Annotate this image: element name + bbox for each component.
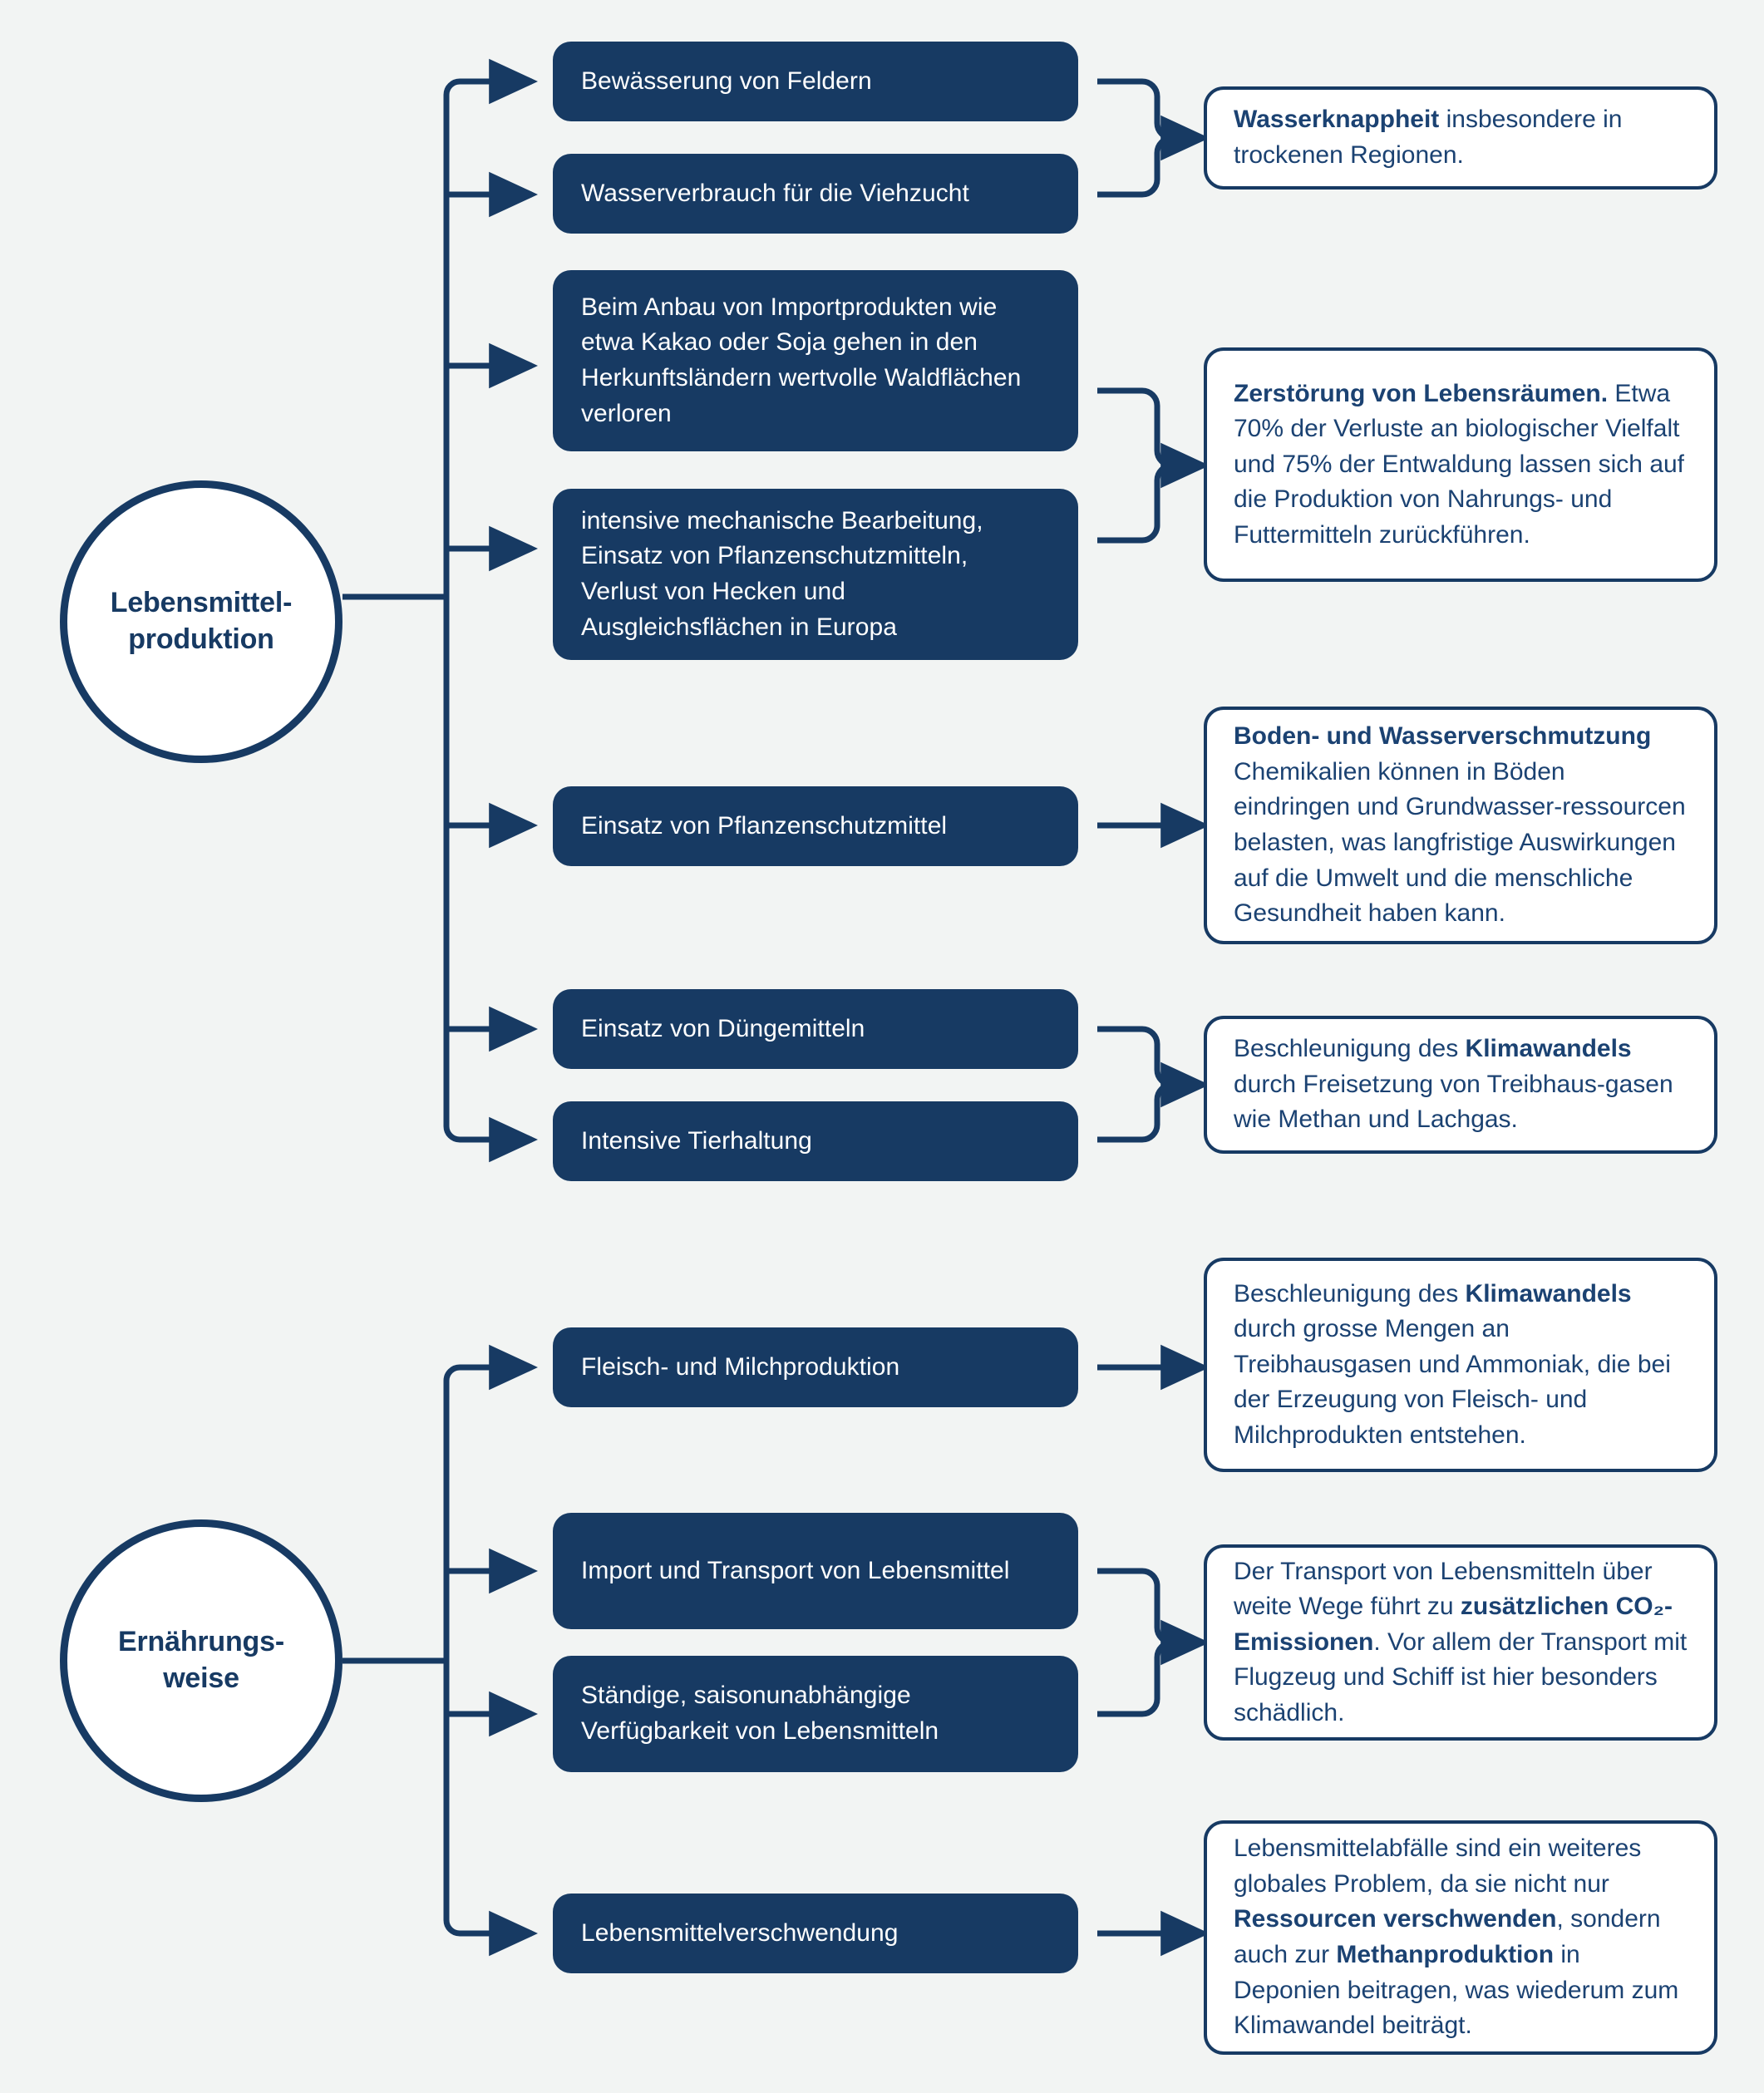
hub-label-line1: Lebensmittel- (110, 587, 293, 619)
brace-upper-4 (1097, 1568, 1173, 1646)
hub-ernaehrungsweise[interactable]: Ernährungs- weise (60, 1519, 342, 1802)
effect-text: Beschleunigung des Klimawandels durch gr… (1234, 1279, 1671, 1449)
effect-card-wasserknappheit[interactable]: Wasserknappheit insbesondere in trockene… (1204, 86, 1717, 190)
brace-lower-1 (1097, 135, 1173, 198)
brace-lower-4 (1097, 1639, 1173, 1717)
cause-box-duengemittel[interactable]: Einsatz von Düngemitteln (553, 989, 1078, 1069)
cause-label: Beim Anbau von Importprodukten wie etwa … (581, 293, 1022, 427)
brace-upper-3 (1097, 1026, 1173, 1088)
effect-text: Beschleunigung des Klimawandels durch Fr… (1234, 1035, 1673, 1134)
cause-label: Import und Transport von Lebensmittel (581, 1556, 1010, 1584)
effect-card-boden-wasserverschmutzung[interactable]: Boden- und Wasserverschmutzung Chemikali… (1204, 707, 1717, 944)
brace-lower-3 (1097, 1081, 1173, 1143)
cause-label: intensive mechanische Bearbeitung, Einsa… (581, 506, 983, 641)
effect-text: Lebensmittelabfälle sind ein weiteres gl… (1234, 1834, 1679, 2040)
cause-label: Wasserverbrauch für die Viehzucht (581, 179, 969, 207)
cause-box-verschwendung[interactable]: Lebensmittelverschwendung (553, 1894, 1078, 1973)
effect-text: Zerstörung von Lebensräumen. Etwa 70% de… (1234, 379, 1685, 549)
cause-box-import-transport[interactable]: Import und Transport von Lebensmittel (553, 1513, 1078, 1629)
cause-box-saisonunabhaengig[interactable]: Ständige, saisonunabhängige Verfügbarkei… (553, 1656, 1078, 1772)
hub-lebensmittelproduktion[interactable]: Lebensmittel- produktion (60, 480, 342, 763)
effect-card-klimawandel-fleisch[interactable]: Beschleunigung des Klimawandels durch gr… (1204, 1258, 1717, 1472)
cause-box-mechanische-bearbeitung[interactable]: intensive mechanische Bearbeitung, Einsa… (553, 489, 1078, 660)
brace-lower-2 (1097, 462, 1173, 544)
effect-card-klimawandel-duenger[interactable]: Beschleunigung des Klimawandels durch Fr… (1204, 1016, 1717, 1154)
cause-label: Einsatz von Pflanzenschutzmittel (581, 811, 948, 840)
cause-label: Bewässerung von Feldern (581, 66, 872, 95)
effect-text: Wasserknappheit insbesondere in trockene… (1234, 106, 1623, 169)
cause-box-tierhaltung[interactable]: Intensive Tierhaltung (553, 1101, 1078, 1181)
effect-card-lebensmittelabfaelle[interactable]: Lebensmittelabfälle sind ein weiteres gl… (1204, 1820, 1717, 2055)
brace-upper-1 (1097, 78, 1173, 141)
hub-label-line1: Ernährungs- (118, 1626, 284, 1658)
brace-upper-2 (1097, 387, 1173, 469)
cause-box-bewaesserung[interactable]: Bewässerung von Feldern (553, 42, 1078, 121)
cause-label: Fleisch- und Milchproduktion (581, 1352, 900, 1381)
cause-label: Intensive Tierhaltung (581, 1126, 812, 1155)
cause-box-wasserverbrauch[interactable]: Wasserverbrauch für die Viehzucht (553, 154, 1078, 234)
effect-card-zerstoerung-lebensraeume[interactable]: Zerstörung von Lebensräumen. Etwa 70% de… (1204, 347, 1717, 582)
effect-card-co2-emissionen[interactable]: Der Transport von Lebensmitteln über wei… (1204, 1544, 1717, 1741)
cause-label: Ständige, saisonunabhängige Verfügbarkei… (581, 1682, 939, 1745)
hub-label-line2: weise (163, 1662, 239, 1694)
hub-label-line2: produktion (128, 623, 274, 655)
trunk-section-2 (443, 1364, 499, 1937)
cause-box-fleisch-milch[interactable]: Fleisch- und Milchproduktion (553, 1327, 1078, 1407)
cause-box-pflanzenschutzmittel[interactable]: Einsatz von Pflanzenschutzmittel (553, 786, 1078, 866)
cause-label: Lebensmittelverschwendung (581, 1918, 899, 1947)
effect-text: Boden- und Wasserverschmutzung Chemikali… (1234, 722, 1686, 928)
cause-label: Einsatz von Düngemitteln (581, 1014, 865, 1042)
trunk-section-1 (443, 78, 499, 1143)
effect-text: Der Transport von Lebensmitteln über wei… (1234, 1557, 1688, 1726)
cause-box-importprodukte[interactable]: Beim Anbau von Importprodukten wie etwa … (553, 270, 1078, 451)
